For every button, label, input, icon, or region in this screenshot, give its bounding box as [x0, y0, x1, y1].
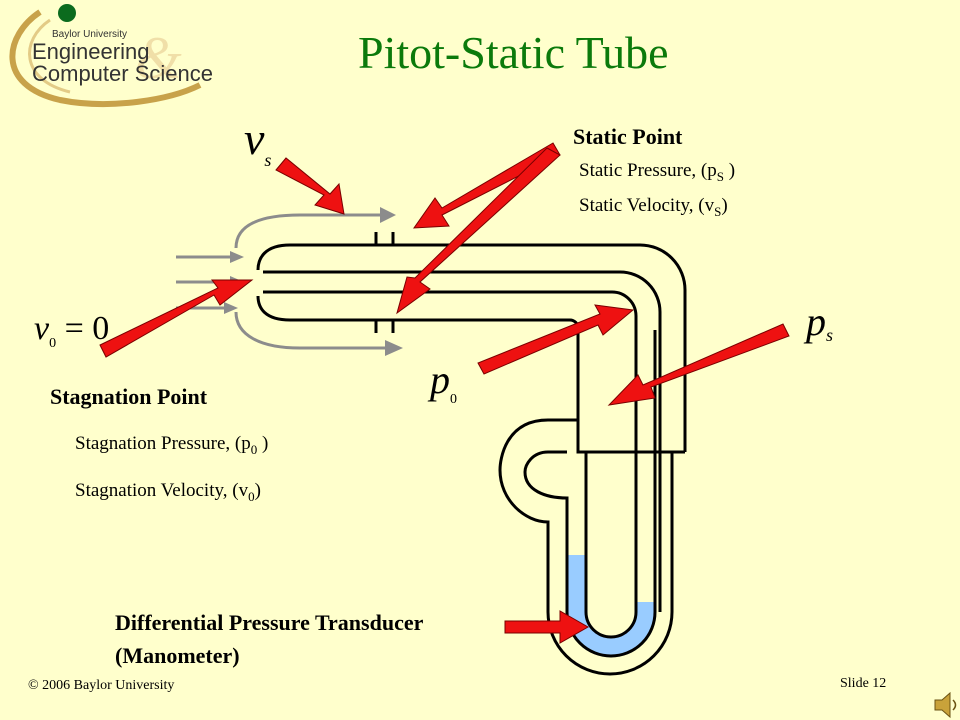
- math-vs-main: v: [244, 113, 265, 164]
- math-v0-main: v: [34, 310, 50, 347]
- manometer-bend-inner: [584, 611, 638, 639]
- static-pressure-label: Static Pressure, (pS ): [579, 160, 736, 184]
- flow-head-3: [224, 302, 238, 314]
- arrow-static-bottom: [396, 147, 561, 315]
- stagnation-pressure-label: Stagnation Pressure, (p0 ): [75, 433, 269, 457]
- logo-graphic: &: [9, 4, 202, 107]
- logo-engineering: Engineering: [32, 39, 150, 64]
- stagnation-pressure-sub: 0: [250, 442, 258, 457]
- logo-cs: Computer Science: [32, 61, 213, 86]
- math-p0-main: p: [430, 357, 450, 402]
- static-velocity-sub: S: [714, 204, 722, 219]
- arrow-transducer: [504, 610, 590, 644]
- static-pressure-close: ): [723, 160, 736, 181]
- logo-dot: [58, 4, 76, 22]
- stagnation-velocity-label: Stagnation Velocity, (v0): [75, 480, 261, 504]
- stagnation-point-heading: Stagnation Point: [50, 384, 208, 409]
- arrow-vs: [275, 157, 345, 215]
- static-velocity-close: ): [721, 195, 728, 216]
- math-v0-sub: 0: [49, 336, 57, 351]
- math-v0: v0 = 0: [34, 310, 110, 351]
- stagnation-velocity-close: ): [254, 480, 261, 501]
- transducer-label-line1: Differential Pressure Transducer: [115, 610, 424, 635]
- math-p0: p0: [430, 356, 457, 407]
- flow-line-bottom-outer: [234, 311, 385, 350]
- transducer-label-line2: (Manometer): [115, 643, 240, 668]
- static-pressure-text: Static Pressure, (p: [579, 160, 717, 181]
- logo-swoosh: [9, 9, 202, 107]
- arrow-p0: [477, 304, 635, 375]
- math-p0-sub: 0: [450, 392, 457, 407]
- stagnation-pressure-close: ): [257, 433, 269, 454]
- flow-arrows: [176, 213, 385, 350]
- flow-head-1: [230, 251, 244, 263]
- logo-swoosh-inner: [28, 18, 71, 94]
- inner-tube-top: [263, 270, 662, 612]
- logo-university: Baylor University: [52, 29, 128, 40]
- math-ps-sub: s: [826, 325, 834, 345]
- stagnation-velocity-text: Stagnation Velocity, (v: [75, 480, 249, 501]
- manometer-fluid: [567, 555, 655, 656]
- math-vs-sub: s: [264, 150, 272, 170]
- arrow-ps: [607, 323, 790, 406]
- slide-title: Pitot-Static Tube: [358, 27, 669, 78]
- static-velocity-label: Static Velocity, (vS): [579, 195, 728, 219]
- math-vs: vs: [244, 112, 271, 170]
- math-ps-main: p: [806, 299, 826, 344]
- footer-slide-number: Slide 12: [840, 676, 887, 691]
- inner-tube-bottom: [263, 290, 638, 612]
- math-v0-rest: = 0: [56, 310, 110, 347]
- nose-top: [256, 243, 376, 271]
- speaker-icon[interactable]: [934, 691, 957, 719]
- nose-bottom: [256, 295, 376, 322]
- flow-head-top: [380, 207, 396, 223]
- tube-outer-top: [376, 243, 687, 452]
- stagnation-velocity-sub: 0: [248, 489, 255, 504]
- static-velocity-text: Static Velocity, (v: [579, 195, 715, 216]
- math-ps: ps: [806, 298, 833, 345]
- footer-copyright: © 2006 Baylor University: [28, 678, 175, 693]
- flow-head-bottom: [385, 340, 403, 356]
- static-pressure-sub: S: [716, 169, 724, 184]
- pointer-arrows: [99, 142, 790, 644]
- arrow-v0: [99, 279, 254, 358]
- stagnation-pressure-text: Stagnation Pressure, (p: [75, 433, 251, 454]
- flow-line-top-outer: [234, 213, 380, 249]
- static-point-heading: Static Point: [573, 124, 683, 149]
- pitot-tube: [256, 232, 687, 676]
- logo-ampersand: &: [135, 25, 182, 91]
